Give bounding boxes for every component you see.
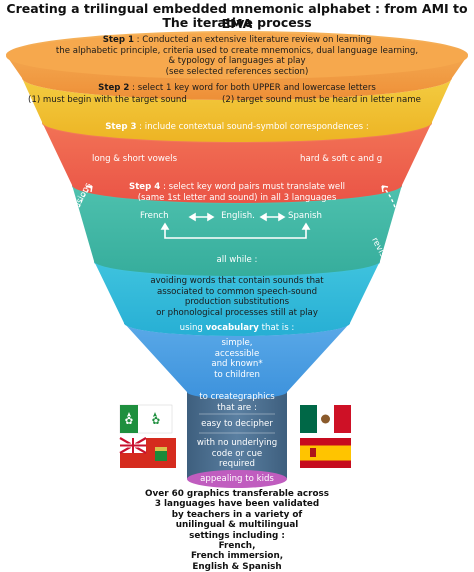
ontario-flag — [119, 437, 176, 468]
graphics-heading: to creategraphics that are : — [189, 392, 285, 413]
revisions-arrow-left — [75, 185, 93, 249]
step2-lead: Step 2 — [98, 83, 130, 93]
vocab-list: simple, accessible and known* to childre… — [180, 338, 294, 380]
step3-lead: Step 3 — [105, 122, 137, 132]
footer-line6: French, — [218, 541, 256, 552]
revisions-arrow-right — [381, 185, 399, 249]
lang-french: French — [140, 211, 169, 221]
spain-flag — [300, 438, 351, 468]
footer-line8: English & Spanish — [192, 561, 282, 572]
step2-right: (2) target sound must be heard in letter… — [222, 95, 421, 105]
footer-line4: unilingual & multilingual — [175, 520, 299, 531]
graphics-item2: with no underlying code or cue required — [189, 438, 285, 470]
step4-line1: : select key word pairs must translate w… — [160, 182, 345, 192]
franco-ontarian-flag: ✿ ✿ — [119, 404, 173, 434]
footer-line1: Over 60 graphics transferable across — [145, 489, 329, 499]
step4-line2: (same 1st letter and sound) in all 3 lan… — [137, 192, 337, 203]
step3-left: long & short vowels — [92, 154, 178, 164]
step1-lead: Step 1 — [102, 35, 134, 45]
footer-text: Over 60 graphics transferable across 3 l… — [130, 489, 344, 572]
svg-text:✿: ✿ — [125, 416, 133, 427]
step1-line2: the alphabetic principle, criteria used … — [55, 45, 419, 56]
step2-text: Step 2 : select 1 key word for both UPPE… — [40, 83, 434, 94]
graphics-item2b: code or cue — [211, 448, 263, 459]
diagram-title: Creating a trilingual embedded mnemonic … — [6, 1, 468, 31]
vocab-post: that is : — [258, 323, 295, 333]
step3-line1: : include contextual sound-symbol corres… — [136, 122, 369, 132]
step2-left: (1) must begin with the target sound — [28, 95, 187, 105]
allwhile-heading: all while : — [216, 255, 258, 265]
language-arrows — [160, 212, 311, 239]
band-step3 — [42, 122, 432, 203]
footer-line7: French immersion, — [190, 551, 284, 562]
footer-line5: settings including : — [189, 530, 285, 541]
step3-right: hard & soft c and g — [300, 154, 383, 164]
band-vocabulary — [124, 323, 350, 399]
lang-english: English. — [221, 211, 255, 221]
graphics-item2c: required — [218, 459, 255, 469]
step4-lead: Step 4 — [129, 182, 161, 192]
vocab-line4: to children — [214, 369, 260, 380]
allwhile-line2: associated to common speech-sound — [156, 286, 318, 297]
step1-text: Step 1 : Conducted an extensive literatu… — [30, 35, 444, 77]
vocab-line2: accessible — [214, 348, 260, 359]
footer-line3: by teachers in a variety of — [171, 509, 303, 520]
mexico-flag — [300, 405, 351, 433]
footer-line2: 3 languages have been validated — [154, 499, 320, 510]
band-step2 — [22, 78, 452, 142]
band-step4 — [72, 185, 402, 276]
allwhile-line4: or phonological processes still at play — [156, 307, 318, 318]
step1-line1: : Conducted an extensive literature revi… — [133, 35, 372, 45]
vocab-pre: using — [179, 323, 206, 333]
vocab-line3: and known* — [211, 359, 263, 369]
svg-text:✿: ✿ — [152, 416, 160, 427]
vocab-line1: simple, — [221, 338, 253, 348]
step3-text: Step 3 : include contextual sound-symbol… — [60, 122, 414, 133]
appealing-band — [187, 470, 287, 488]
vocab-bold: vocabulary — [205, 323, 259, 333]
allwhile-line1: avoiding words that contain sounds that — [150, 276, 324, 286]
graphics-line1: to creategraphics — [199, 392, 275, 402]
lang-spanish: Spanish — [288, 211, 322, 221]
graphics-item1: easy to decipher — [201, 419, 273, 429]
allwhile-text: avoiding words that contain sounds that … — [110, 276, 364, 318]
graphics-item2a: with no underlying — [196, 438, 278, 448]
graphics-line2: that are : — [217, 402, 257, 413]
band-step1-top — [6, 33, 468, 79]
vocab-heading: using vocabulary that is : — [150, 323, 324, 334]
step2-line1: : select 1 key word for both UPPER and l… — [129, 83, 376, 93]
allwhile-line3: production substitutions — [184, 297, 290, 307]
pillar-body — [187, 388, 287, 486]
step1-line4: (see selected references section) — [165, 66, 309, 77]
band-allwhile — [94, 261, 380, 336]
step1-line3: & typology of languages at play — [168, 56, 306, 66]
diagram-subtitle: The iterative process — [162, 15, 312, 30]
step4-text: Step 4 : select key word pairs must tran… — [95, 182, 379, 203]
graphics-item3: appealing to kids — [200, 474, 274, 484]
